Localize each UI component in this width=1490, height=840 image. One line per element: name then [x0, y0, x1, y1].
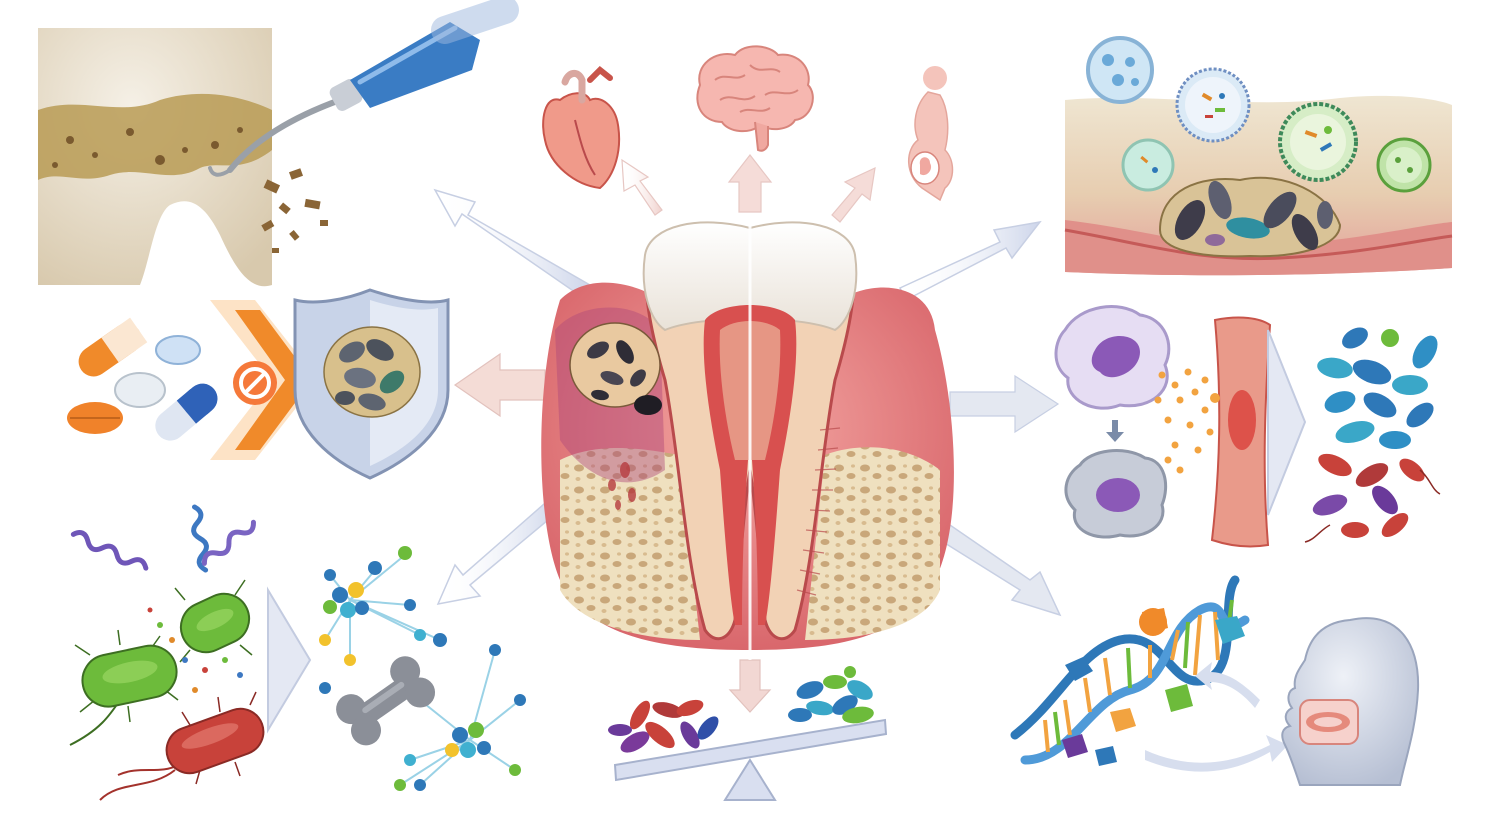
arrow-to-immune — [949, 374, 1060, 434]
arrow-to-heart — [621, 158, 663, 216]
ligament-fibers — [796, 427, 841, 596]
peptide-helix-icons — [70, 504, 256, 573]
center-tooth — [541, 221, 954, 660]
arrow-to-pregnancy — [831, 166, 876, 223]
scale-beam — [613, 718, 888, 782]
right-chevron-icon — [1267, 329, 1307, 516]
panel-divider-triangle — [267, 586, 312, 734]
arrow-to-scaling — [433, 188, 592, 299]
panel-dysbiosis-scale — [608, 666, 888, 801]
pills-icon — [67, 317, 218, 441]
arrow-to-metabolites — [436, 495, 561, 606]
panel-antibiotic-resistance — [67, 288, 450, 480]
human-head-icon — [1281, 617, 1420, 786]
green-bacterium-icon — [69, 579, 253, 746]
arrow-to-dysbiosis — [728, 659, 772, 713]
panel-bacterial-metabolites — [69, 504, 526, 801]
periodontal-pocket-biofilm — [569, 322, 662, 415]
panel-scaling — [38, 0, 519, 287]
red-bacterium-icon — [99, 691, 265, 801]
metabolite-dots — [147, 607, 243, 693]
calculus-debris — [261, 168, 328, 253]
bone-resorption — [608, 462, 636, 510]
brain-icon — [696, 45, 814, 152]
dna-helix-icon — [1010, 575, 1250, 766]
molecule-network-icon-2 — [394, 644, 526, 791]
curved-arrow-to-head — [1145, 735, 1288, 772]
arrow-to-brain — [727, 154, 773, 213]
immune-cell-icon — [1054, 305, 1171, 410]
panel-genetics — [1010, 575, 1420, 786]
alveolar-bone — [560, 447, 940, 640]
scaler-tip — [208, 166, 232, 177]
bacteria-cluster-icon — [1304, 327, 1441, 543]
pathogenic-bacteria-icon — [608, 699, 719, 753]
bone-shaped-molecule-icon — [336, 656, 436, 746]
scale-fulcrum — [723, 758, 777, 801]
molecule-network-icon — [319, 546, 447, 694]
arrow-to-antibiotics — [453, 352, 546, 418]
biofilm-rods — [1174, 180, 1333, 251]
pregnant-woman-icon — [908, 66, 954, 202]
calculus-specks — [52, 127, 243, 168]
arrows — [433, 154, 1062, 713]
calculus-deposit — [38, 93, 272, 180]
curved-arrow-to-dna — [1195, 662, 1260, 708]
panel-vesicles — [1064, 36, 1453, 276]
cytokine-dots — [1154, 368, 1214, 474]
shield-biofilm-icon — [293, 288, 450, 480]
activated-immune-cell-icon — [1064, 449, 1168, 539]
arrow-to-genetics — [938, 523, 1062, 617]
scaler-collar — [329, 79, 363, 111]
arrow-to-vesicles — [898, 220, 1042, 302]
vesicle-icons — [1086, 36, 1432, 193]
panel-immune-barrier — [1054, 305, 1441, 548]
scaler-shaft — [227, 97, 343, 173]
commensal-bacteria-icon — [788, 666, 874, 724]
heart-icon — [542, 65, 621, 190]
down-arrow-icon — [1106, 420, 1124, 442]
